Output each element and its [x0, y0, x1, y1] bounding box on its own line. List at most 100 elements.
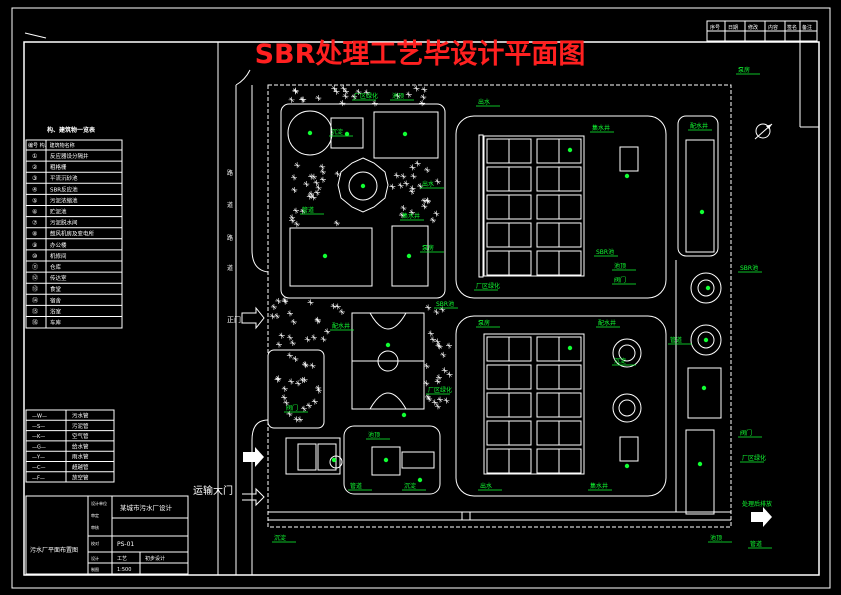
structure-marker: [406, 253, 412, 259]
pipe-code: —S—: [32, 424, 45, 430]
pipe-name: 放空管: [72, 473, 89, 481]
tree-symbol: [286, 352, 293, 359]
tree-symbol: [270, 303, 277, 310]
structure-marker: [360, 183, 366, 189]
tree-symbol: [403, 180, 410, 187]
callout-label: 池顶: [614, 262, 626, 270]
tree-symbol: [282, 298, 289, 305]
tree-symbol: [319, 168, 326, 175]
revision-cell: 签名: [787, 24, 797, 31]
tree-symbol: [414, 160, 421, 167]
tree-symbol: [408, 188, 415, 195]
callout-label: 配水井: [690, 122, 708, 130]
legend-row-number: ⑪: [32, 263, 38, 271]
tree-symbol: [441, 367, 448, 374]
tree-symbol: [351, 93, 358, 100]
tree-symbol: [393, 172, 400, 179]
access-road: 路 道 路 道: [217, 42, 269, 575]
building-callouts: 厂区绿化池顶管道沉淀出水集水井泵房配水井SBR池阀门厂区绿化池顶管道沉淀出水集水…: [272, 66, 772, 549]
tree-symbol: [273, 313, 280, 320]
tree-symbol: [314, 189, 321, 196]
sbr-lower-block: [455, 315, 667, 497]
tree-symbol: [306, 193, 313, 200]
tree-symbol: [400, 204, 407, 211]
north-arrow-icon: [754, 123, 773, 140]
legend-row-name: 宿舍: [50, 296, 62, 304]
legend-col-header: 编号 构、建筑物名称: [28, 142, 75, 149]
legend-row-number: ⑯: [32, 319, 38, 327]
tree-symbol: [289, 217, 296, 224]
tree-symbol: [363, 89, 370, 96]
pipe-name: 雨水管: [72, 453, 89, 461]
revision-cell: 备注: [802, 24, 812, 31]
tree-symbol: [308, 190, 315, 197]
tree-symbol: [334, 170, 341, 177]
tree-symbol: [424, 197, 431, 204]
pipe-code: —C—: [32, 465, 46, 471]
tree-symbol: [433, 308, 440, 315]
tree-symbol: [302, 362, 309, 369]
legend-row-name: 浴室: [50, 307, 62, 315]
main-gate-label: 正门: [227, 315, 241, 324]
revision-cell: 内容: [768, 24, 778, 31]
callout-label: 厂区绿化: [428, 386, 452, 394]
tree-symbol: [394, 92, 401, 99]
legend-row-name: 平流沉砂池: [50, 174, 78, 182]
legend-row-number: ⑫: [32, 274, 38, 282]
tree-symbol: [288, 378, 295, 385]
tree-symbol: [307, 299, 314, 306]
tree-symbol: [311, 398, 318, 405]
callout-label: 泵房: [422, 244, 434, 252]
legend-row-number: ⑬: [32, 285, 38, 293]
legend-row-name: 车库: [50, 319, 62, 327]
callout-label: 沉淀: [331, 128, 343, 136]
project-name: 某城市污水厂设计: [120, 503, 173, 512]
tree-symbol: [310, 334, 317, 341]
structure-marker: [703, 337, 709, 343]
tree-symbol: [313, 179, 320, 186]
callout-label: 管道: [302, 206, 314, 214]
basketball-court: [351, 312, 425, 410]
design-stage: 初步设计: [145, 555, 165, 562]
tree-symbol: [355, 89, 362, 96]
title-block-label: 设计单位: [91, 500, 107, 506]
tree-symbol: [275, 297, 282, 304]
tree-symbol: [281, 394, 288, 401]
revision-cell: 日期: [728, 25, 738, 31]
callout-label: 池顶: [392, 92, 404, 100]
revision-block: 序号 日期 修改 内容 签名 备注: [706, 20, 818, 42]
callout-label: 厂区绿化: [742, 454, 766, 462]
plant-boundary: [267, 84, 732, 528]
legend-row-number: ⑧: [32, 231, 37, 238]
title-block-label: 校对: [91, 540, 99, 546]
callout-label: 泵房: [478, 319, 490, 327]
tree-symbol: [281, 385, 288, 392]
tree-symbol: [434, 178, 441, 185]
tree-symbol: [409, 164, 416, 171]
scale: 1:500: [117, 567, 131, 573]
tree-symbol: [288, 96, 295, 103]
structure-marker: [701, 385, 707, 391]
title-block-label: 审定: [91, 512, 99, 518]
tree-symbol: [389, 183, 396, 190]
legend-row-name: 仓库: [50, 263, 62, 271]
tree-symbol: [303, 181, 310, 188]
tree-symbol: [342, 88, 349, 95]
pipe-name: 污水管: [72, 412, 89, 420]
callout-label: 沉淀: [614, 357, 626, 365]
legend-row-number: ⑨: [32, 242, 37, 249]
tree-symbol: [425, 304, 432, 311]
tree-symbol: [421, 203, 428, 210]
callout-label: 阀门: [614, 276, 626, 284]
pipe-name: 给水管: [72, 442, 89, 450]
tree-symbol: [294, 162, 301, 169]
legend-row-name: SBR反应池: [50, 185, 78, 193]
tree-symbol: [434, 403, 441, 410]
legend-row-name: 机修间: [50, 252, 67, 260]
tree-symbol: [431, 399, 438, 406]
callout-label: 池顶: [368, 431, 380, 439]
tree-symbol: [306, 402, 313, 409]
pipe-code: —K—: [32, 434, 45, 440]
pipe-name: 空气管: [72, 432, 89, 440]
